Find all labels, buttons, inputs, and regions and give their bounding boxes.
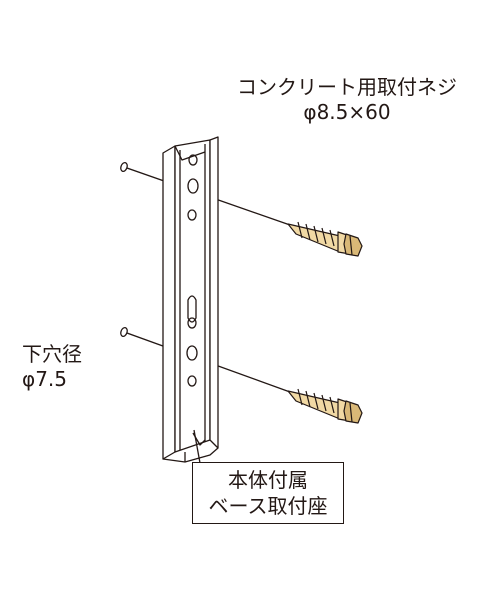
base-seat-callout-line2: ベース取付座 [208,494,328,518]
screw-label-size: φ8.5×60 [303,100,391,124]
base-bracket [162,136,219,463]
wall-hole-bottom [120,326,128,338]
concrete-screw-top [287,221,363,257]
wall-hole-top [120,161,128,173]
concrete-screw-bottom [287,388,363,424]
base-seat-callout-line1: 本体付属 [228,468,308,492]
base-seat-callout: 本体付属 ベース取付座 [192,462,344,524]
callout-leader [193,429,201,464]
pilot-hole-label: 下穴径 φ7.5 [22,342,82,392]
pilot-hole-label-name: 下穴径 [22,342,82,366]
screw-label-name: コンクリート用取付ネジ [237,75,457,99]
screw-label: コンクリート用取付ネジ φ8.5×60 [222,75,472,125]
pilot-hole-label-size: φ7.5 [22,367,67,391]
